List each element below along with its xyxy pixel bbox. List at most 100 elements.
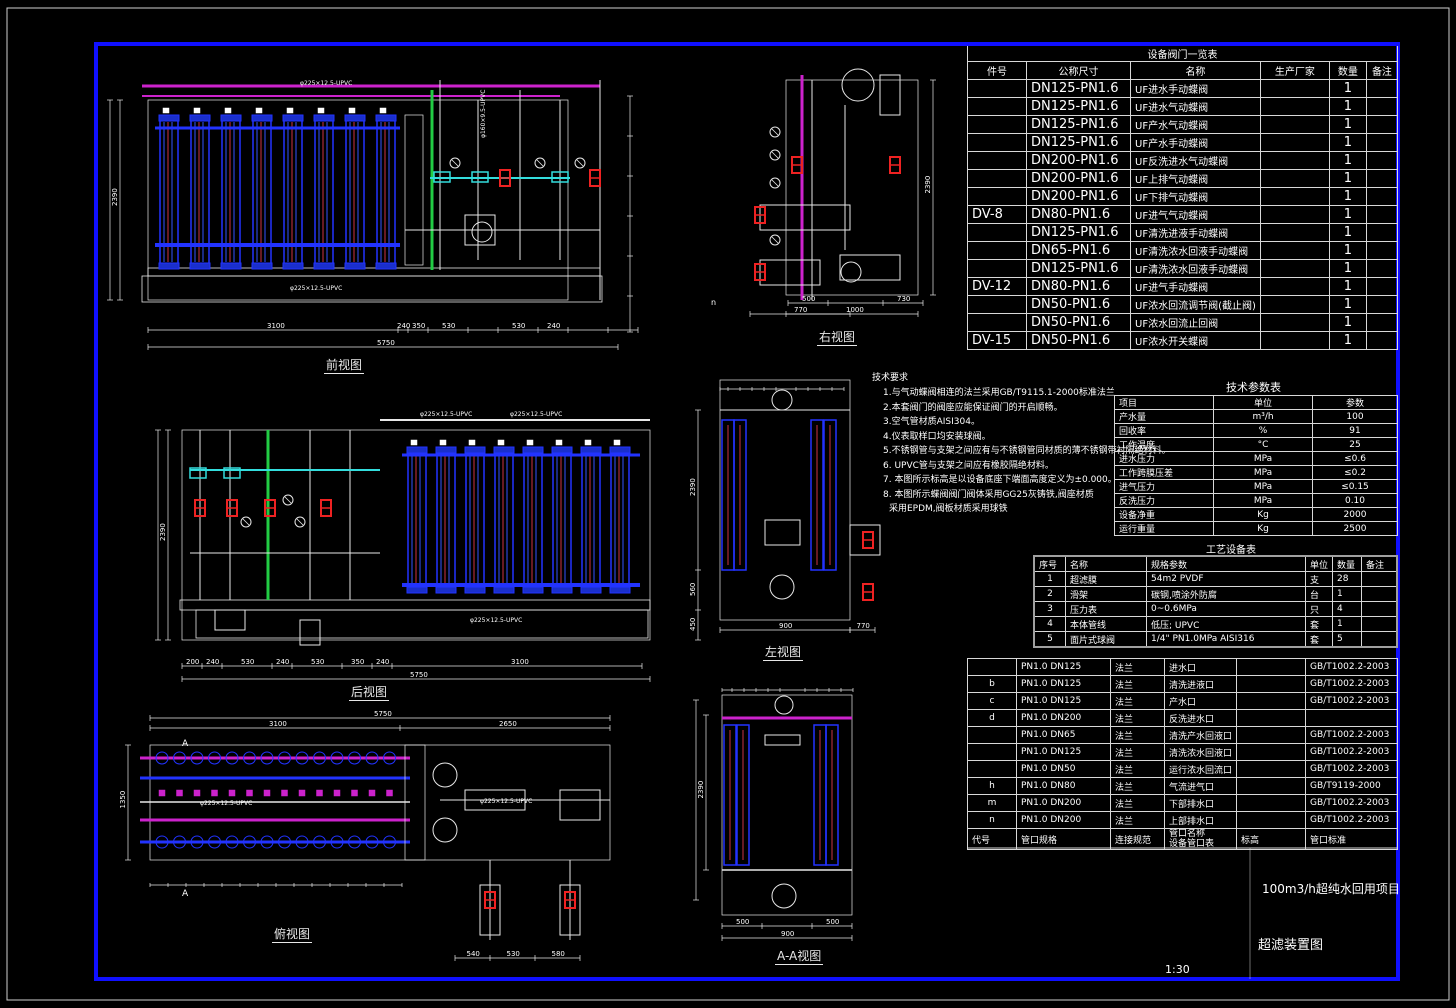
dimension-value: 560 [689,583,697,596]
drain-fitting [299,619,321,646]
pipe-label: φ160×9.5-UPVC [480,90,487,138]
valve-table-title: 设备阀门一览表 [967,46,1398,62]
module-top-cap [251,114,273,122]
valve-size: DN125-PN1.6 [1026,79,1131,98]
dimension-value: 3100 [267,322,285,330]
tech-item: 设备净重 [1114,507,1214,522]
valve-maker [1259,259,1330,278]
valve-maker [1259,187,1330,206]
dimension-value: 500 [802,295,815,303]
dimension-value: 530 [241,658,254,666]
valve-note [1365,205,1399,224]
valve-maker [1259,313,1330,332]
valve-table-title-row: 设备阀门一览表 [967,46,1398,62]
dimension-value: 770 [857,622,870,630]
module-bottom-circle [173,835,186,849]
nozzle-elev [1236,658,1307,676]
module-port [368,789,376,797]
frame-outline [785,79,919,296]
valve-maker [1259,97,1330,116]
tech-value: 2000 [1312,507,1398,522]
nozzle-code [967,658,1017,676]
nozzle-elev [1236,675,1307,693]
valve-maker [1259,223,1330,242]
equip-name: 本体管线 [1065,616,1147,632]
valve-qty: 1 [1328,313,1367,332]
dimension-value: 770 [794,306,807,314]
tech-requirement-item: 8. 本图所示蝶阀阀门阀体采用GG25灰铸铁,阀座材质 [883,489,1094,500]
valve-qty: 1 [1328,223,1367,242]
equip-unit: 支 [1304,571,1334,587]
pressure-gauge [574,157,586,169]
elbow-fitting [771,883,797,909]
nozzle-std: GB/T1002.2-2003 [1305,726,1398,744]
module-port [263,789,271,797]
membrane-module [610,449,630,591]
module-top-cap [522,446,544,454]
equipment-header-row: 序号 名称 规格参数 单位 数量 备注 [1033,555,1398,572]
dimension-value: 2390 [924,176,932,194]
module-top-cap [464,446,486,454]
module-top-circle [278,751,291,765]
pipe-label: φ225×12.5-UPVC [300,80,352,87]
nozzle-spec: PN1.0 DN125 [1016,658,1111,676]
valve-size: DN125-PN1.6 [1026,223,1131,242]
module-port [333,789,341,797]
valve-size: DN200-PN1.6 [1026,169,1131,188]
tech-requirements-title: 技术要求 [872,373,909,383]
dimension-value: 200 [186,658,199,666]
dimension-value: 540 [467,950,480,958]
pressure-gauge [769,149,781,161]
valve-id [967,169,1027,188]
tech-requirement-item: 3.空气管材质AISI304。 [883,417,980,427]
module-top-circle [348,751,361,765]
module-bottom-cap [493,586,515,594]
nozzle-elev [1236,743,1307,761]
valve-size: DN80-PN1.6 [1026,205,1131,224]
valve-id [967,259,1027,278]
dimension-value: 900 [779,622,792,630]
module-top-cap [435,446,457,454]
dimension-value: 240 [376,658,389,666]
valve-name: UF上排气动蝶阀 [1130,169,1261,188]
module-port [316,789,323,797]
module-port [246,789,253,797]
valve-size: DN65-PN1.6 [1026,241,1131,260]
valve-size: DN200-PN1.6 [1026,187,1131,206]
valve-name: UF浓水回流调节阀(截止阀) [1130,295,1261,314]
nozzle-spec: PN1.0 DN125 [1016,692,1111,710]
valve-name: UF产水气动蝶阀 [1130,115,1261,134]
valve-maker [1259,151,1330,170]
module-top-port [468,439,476,446]
valve-table-header-row: 件号 公称尺寸 名称 生产厂家 数量 备注 [967,61,1399,80]
dimension-value: 240 [206,658,219,666]
equip-unit: 只 [1304,601,1334,617]
valve-note [1365,169,1399,188]
nozzle-std [1305,709,1398,727]
equip-qty: 4 [1332,601,1363,617]
valve-id [967,187,1027,206]
module-bottom-circle [243,835,256,849]
valve-maker [1259,241,1330,260]
valve-note [1365,277,1399,296]
module-top-port [348,107,356,114]
manifold-block [559,789,601,821]
membrane-module [407,449,427,591]
tech-requirement-item: 6. UPVC管与支架之间应有橡胶隔绝材料。 [883,460,1054,471]
valve-size: DN50-PN1.6 [1026,331,1131,350]
module-top-cap [344,114,366,122]
equip-spec: 低压; UPVC [1146,616,1306,632]
module-top-port [193,107,201,114]
